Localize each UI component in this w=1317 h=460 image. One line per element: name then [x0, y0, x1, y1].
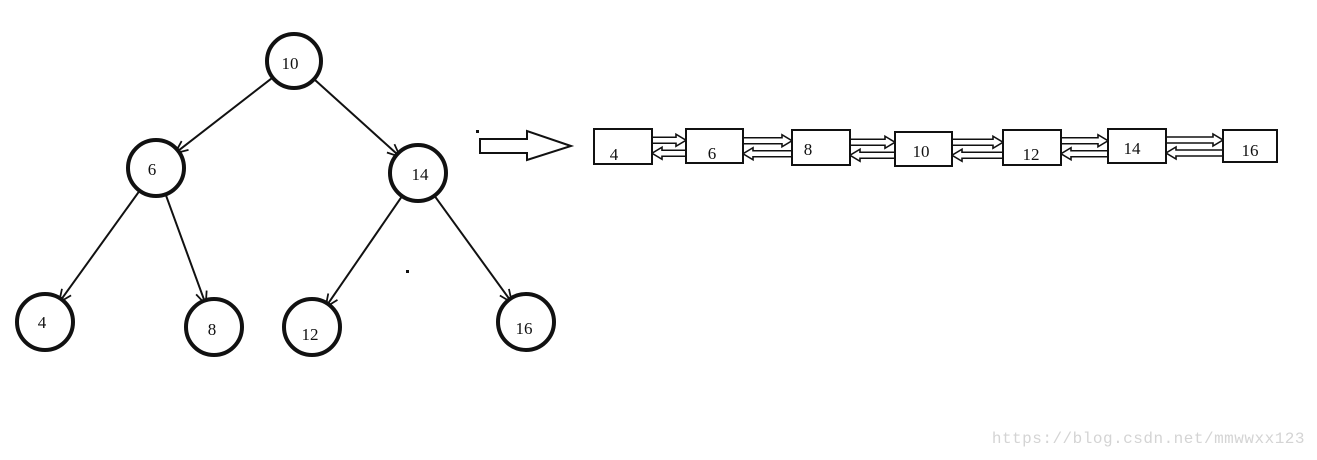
tree-node-label: 16: [516, 319, 533, 338]
tree-node-label: 4: [38, 313, 47, 332]
list-node-box: [1222, 129, 1278, 163]
list-next-arrow-10: [951, 134, 1005, 150]
list-node-10: 10: [894, 131, 953, 167]
tree-nodes: 10 6 14 4 8 12 16: [15, 32, 556, 357]
tree-node-10: 10: [265, 32, 323, 90]
list-node-box: [894, 131, 953, 167]
list-node-label: 16: [1242, 141, 1259, 160]
stray-dot: [406, 270, 409, 273]
list-prev-arrow-14: [1059, 146, 1109, 162]
tree-node-circle: [496, 292, 556, 352]
tree-edge-6-4: [59, 190, 141, 303]
tree-node-circle: [282, 297, 342, 357]
list-node-label: 6: [708, 144, 717, 163]
tree-edge-14-16: [433, 195, 511, 303]
tree-node-label: 8: [208, 320, 217, 339]
list-prev-arrow-6: [650, 145, 687, 161]
list-prev-arrow-16: [1164, 145, 1224, 161]
tree-node-label: 14: [412, 165, 430, 184]
watermark: https://blog.csdn.net/mmwwxx123: [991, 430, 1305, 448]
tree-node-16: 16: [496, 292, 556, 352]
list-node-14: 14: [1107, 128, 1167, 164]
tree-edge-10-14: [313, 78, 400, 157]
transform-arrow-icon: [476, 129, 575, 162]
tree-node-circle: [184, 297, 244, 357]
tree-node-label: 6: [148, 160, 157, 179]
list-node-8: 8: [791, 129, 851, 166]
tree-node-label: 12: [302, 325, 319, 344]
list-node-label: 8: [804, 140, 813, 159]
list-prev-arrow-12: [950, 147, 1004, 163]
tree-node-circle: [265, 32, 323, 90]
tree-node-14: 14: [388, 143, 448, 203]
list-node-label: 4: [610, 145, 619, 164]
list-node-box: [593, 128, 653, 165]
tree-node-12: 12: [282, 297, 342, 357]
list-node-6: 6: [685, 128, 744, 164]
tree-node-8: 8: [184, 297, 244, 357]
list-node-label: 10: [913, 142, 930, 161]
list-next-arrow-8: [849, 134, 897, 150]
list-next-arrow-12: [1060, 133, 1110, 149]
list-links: [650, 132, 1225, 163]
list-node-label: 14: [1124, 139, 1142, 158]
tree-edge-14-12: [326, 195, 403, 307]
list-node-12: 12: [1002, 129, 1062, 166]
tree-edge-6-8: [164, 193, 206, 304]
list-next-arrow-4: [651, 132, 688, 148]
list-next-arrow-14: [1165, 132, 1225, 148]
list-node-16: 16: [1222, 129, 1278, 163]
tree-edges: [59, 76, 512, 308]
tree-node-circle: [15, 292, 75, 352]
tree-node-circle: [388, 143, 448, 203]
list-node-box: [1107, 128, 1167, 164]
list-prev-arrow-10: [848, 147, 896, 163]
tree-node-circle: [126, 138, 186, 198]
list-node-box: [1002, 129, 1062, 166]
list-prev-arrow-8: [741, 146, 793, 162]
list-node-box: [791, 129, 851, 166]
list-node-label: 12: [1023, 145, 1040, 164]
tree-node-6: 6: [126, 138, 186, 198]
list-next-arrow-6: [742, 133, 794, 149]
list-node-box: [685, 128, 744, 164]
tree-edge-10-6: [175, 76, 274, 154]
list-nodes: 4 6 8 10 12 14 16: [593, 128, 1278, 167]
tree-node-label: 10: [282, 54, 299, 73]
list-node-4: 4: [593, 128, 653, 165]
tree-node-4: 4: [15, 292, 75, 352]
